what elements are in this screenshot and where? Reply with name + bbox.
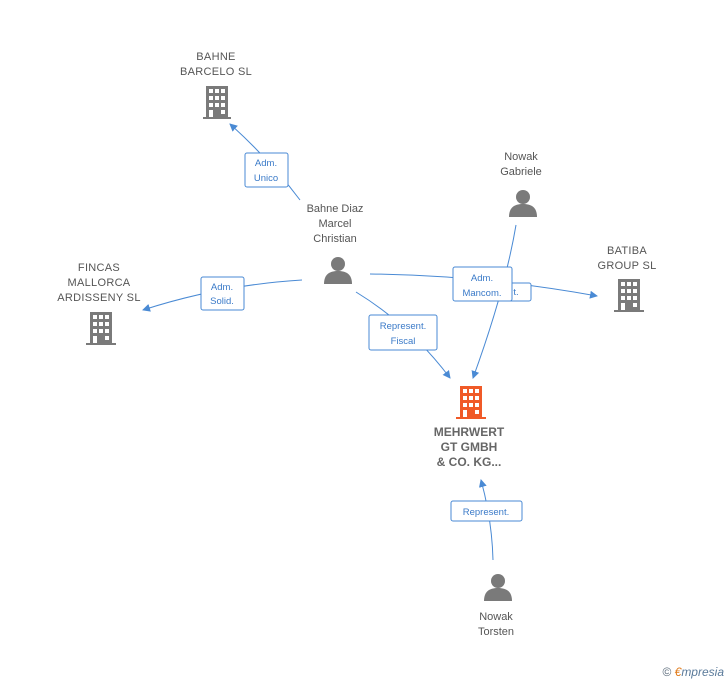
node-bahne-barcelo[interactable]: BAHNE BARCELO SL (180, 51, 252, 119)
node-batiba-line1: BATIBA (607, 245, 647, 257)
building-base (456, 417, 486, 419)
relation-adm-mancom-line2: Mancom. (462, 288, 501, 299)
node-fincas-line1: FINCAS (78, 262, 120, 274)
person-icon (484, 574, 512, 601)
node-bahne-barcelo-line2: BARCELO SL (180, 66, 252, 78)
person-icon (324, 257, 352, 284)
node-nowak-gabriele-line2: Gabriele (500, 166, 542, 178)
relation-adm-unico-line1: Adm. (255, 158, 277, 169)
node-bahne-diaz[interactable]: Bahne Diaz Marcel Christian (307, 203, 364, 284)
node-nowak-gabriele[interactable]: Nowak Gabriele (500, 151, 542, 217)
person-icon (509, 190, 537, 217)
node-nowak-torsten-line1: Nowak (479, 611, 513, 623)
relation-adm-solid-line1: Adm. (211, 282, 233, 293)
node-mehrwert[interactable]: MEHRWERT GT GMBH & CO. KG... (434, 386, 505, 469)
building-base (614, 310, 644, 312)
relation-adm-mancom-behind-text: t. (513, 287, 518, 298)
copyright-icon: © (662, 665, 672, 679)
node-bahne-diaz-line1: Bahne Diaz (307, 203, 364, 215)
building-icon (460, 386, 482, 418)
node-mehrwert-line1: MEHRWERT (434, 425, 505, 439)
node-nowak-torsten[interactable]: Nowak Torsten (478, 574, 514, 638)
relation-represent-fiscal-line1: Represent. (380, 321, 426, 332)
relation-adm-unico[interactable]: Adm. Unico (244, 152, 289, 188)
node-fincas-line2: MALLORCA (68, 277, 131, 289)
footer-watermark: © €mpresia (662, 665, 724, 679)
building-base (86, 343, 116, 345)
node-fincas[interactable]: FINCAS MALLORCA ARDISSENY SL (57, 262, 140, 345)
node-mehrwert-line2: GT GMBH (441, 440, 498, 454)
node-bahne-barcelo-line1: BAHNE (196, 51, 235, 63)
relation-represent-fiscal[interactable]: Represent. Fiscal (368, 314, 438, 351)
relation-adm-solid[interactable]: Adm. Solid. (200, 276, 245, 311)
relation-adm-mancom[interactable]: Adm. Mancom. (452, 266, 513, 302)
node-nowak-torsten-line2: Torsten (478, 626, 514, 638)
brand-logo-first: € (674, 665, 682, 679)
brand-logo-rest: mpresia (681, 665, 724, 679)
building-icon (90, 312, 112, 344)
relation-adm-unico-line2: Unico (254, 173, 278, 184)
node-fincas-line3: ARDISSENY SL (57, 292, 140, 304)
node-nowak-gabriele-line1: Nowak (504, 151, 538, 163)
relation-represent-line1: Represent. (463, 507, 509, 518)
node-batiba[interactable]: BATIBA GROUP SL (597, 245, 656, 312)
building-icon (618, 279, 640, 311)
building-base (203, 117, 231, 119)
node-bahne-diaz-line2: Marcel (318, 218, 351, 230)
node-bahne-diaz-line3: Christian (313, 233, 356, 245)
relation-represent-fiscal-line2: Fiscal (391, 336, 416, 347)
node-batiba-line2: GROUP SL (597, 260, 656, 272)
relation-adm-solid-line2: Solid. (210, 296, 234, 307)
building-icon (206, 86, 228, 118)
node-mehrwert-line3: & CO. KG... (437, 455, 502, 469)
relation-adm-mancom-line1: Adm. (471, 273, 493, 284)
relation-represent[interactable]: Represent. (450, 500, 523, 522)
